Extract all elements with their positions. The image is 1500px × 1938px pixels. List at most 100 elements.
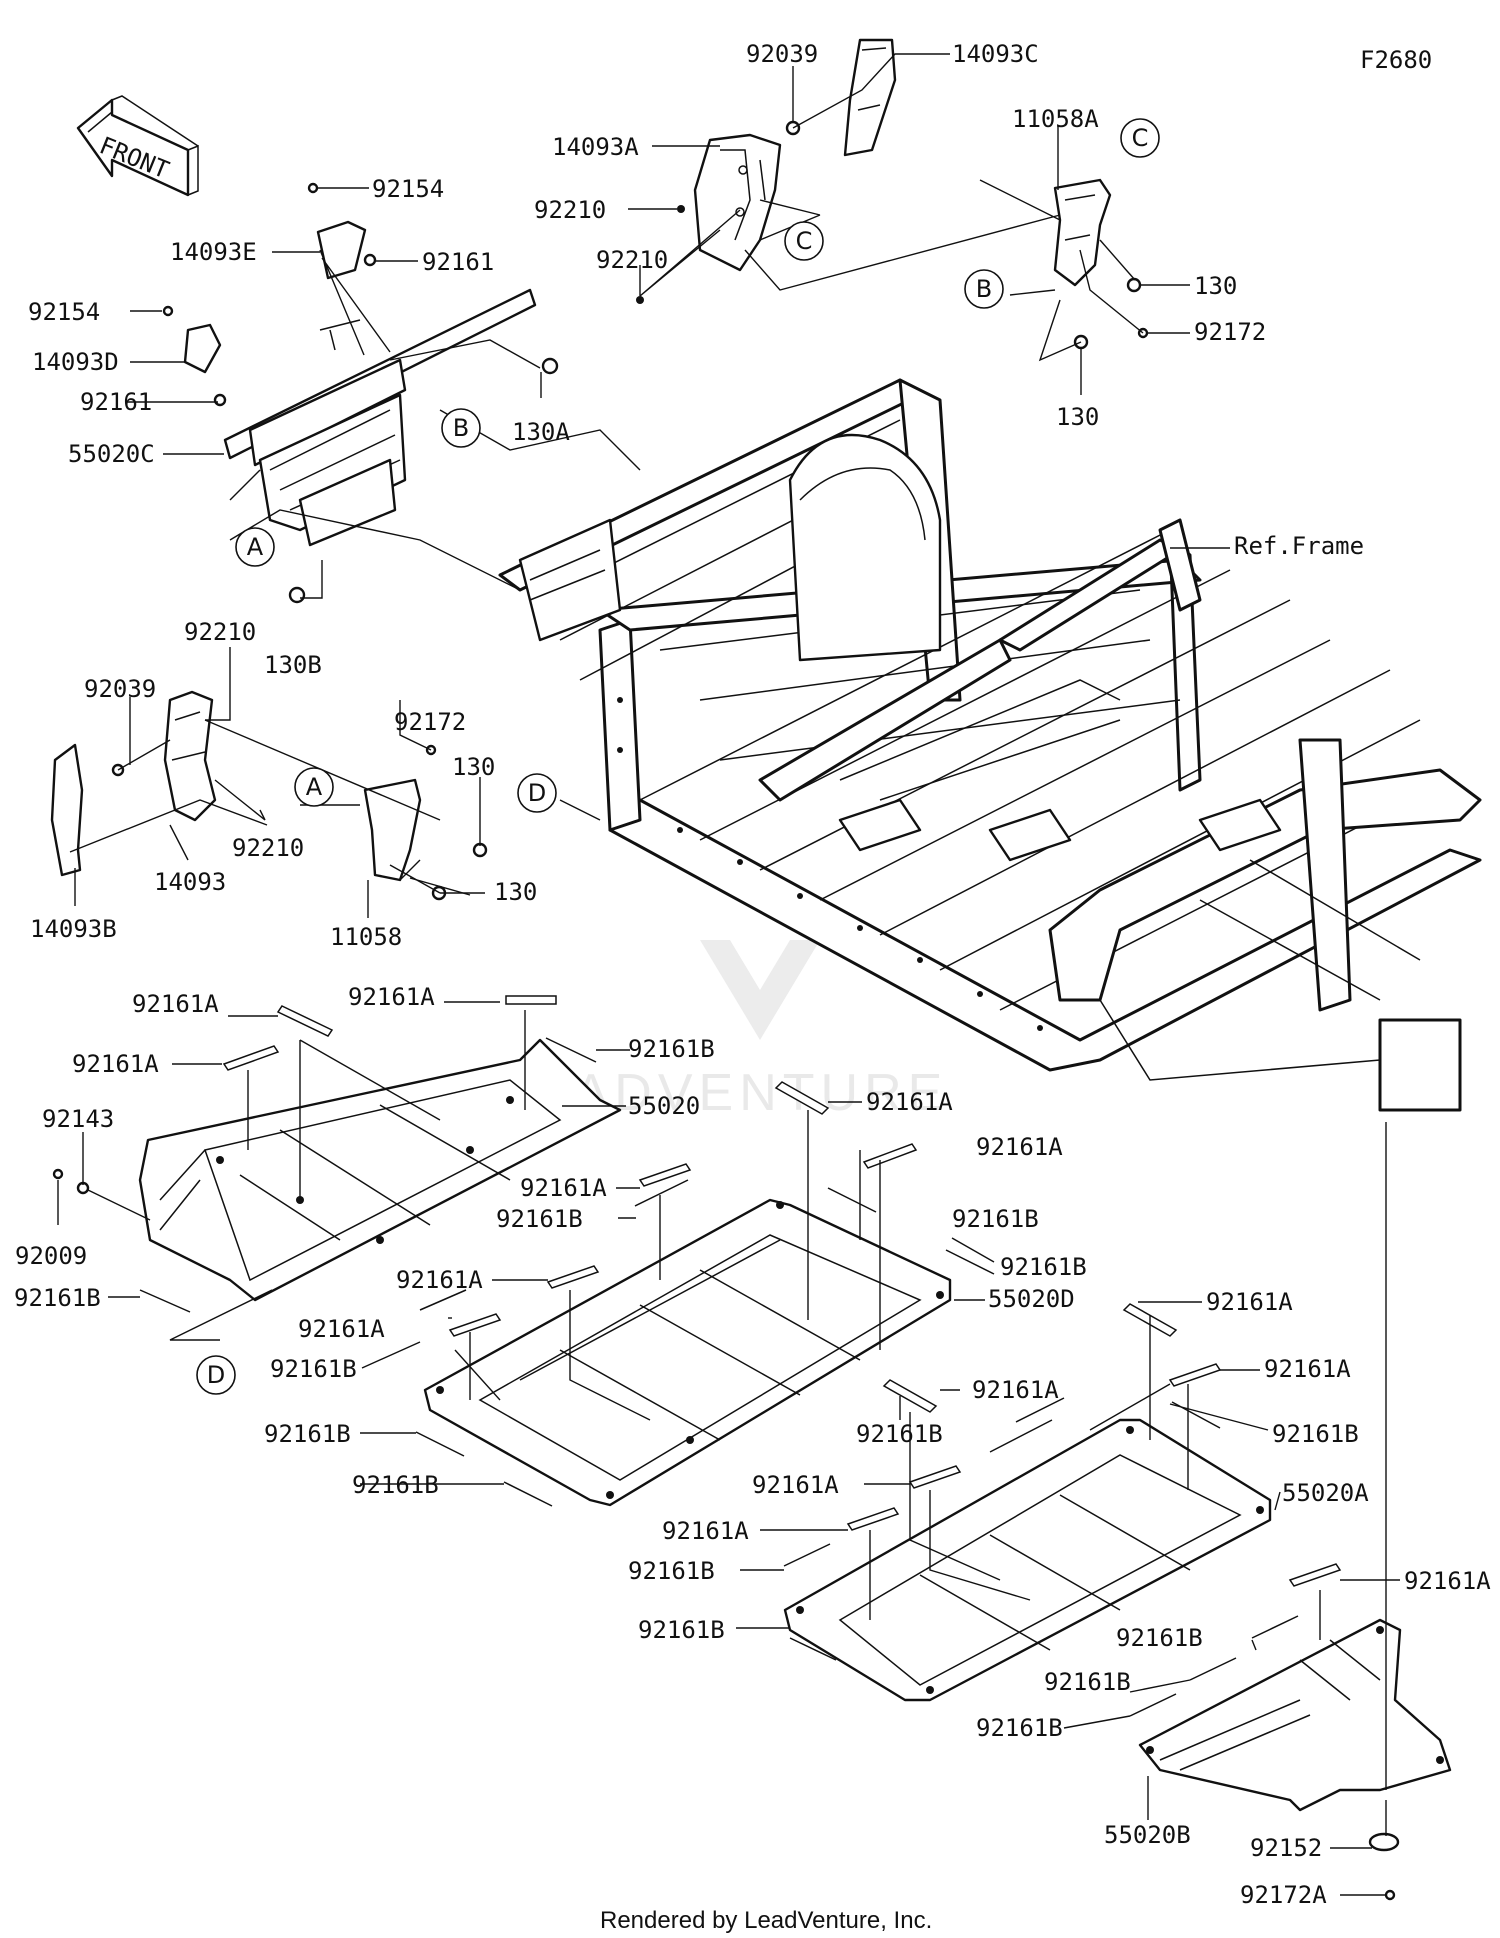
label-130-c: 130 xyxy=(452,753,495,781)
label-92161a-10: 92161A xyxy=(1264,1355,1351,1383)
strip-92161b-2 xyxy=(139,1289,191,1313)
panel-55020b xyxy=(1138,1618,1452,1812)
diagram-id: F2680 xyxy=(1360,46,1432,74)
label-92039-top: 92039 xyxy=(746,40,818,68)
label-92152: 92152 xyxy=(1250,1834,1322,1862)
strip-92161b-5 xyxy=(945,1249,995,1275)
label-55020c: 55020C xyxy=(68,440,155,468)
label-92172a: 92172A xyxy=(1240,1881,1327,1909)
strip-92161a-13 xyxy=(1288,1563,1342,1587)
callout-a-1: A xyxy=(235,527,275,567)
strip-92161b-6 xyxy=(419,1289,467,1311)
label-130b: 130B xyxy=(264,651,322,679)
label-92210-d: 92210 xyxy=(232,834,304,862)
label-14093: 14093 xyxy=(154,868,226,896)
label-92161b-12: 92161B xyxy=(638,1616,725,1644)
strip-92161b-12 xyxy=(789,1637,837,1661)
strip-92161b-13 xyxy=(1251,1615,1299,1639)
label-92161a-6: 92161A xyxy=(520,1174,607,1202)
label-92210-a: 92210 xyxy=(534,196,606,224)
callout-a-2: A xyxy=(294,767,334,807)
panel-55020 xyxy=(138,1038,622,1302)
label-92161b-7: 92161B xyxy=(264,1420,351,1448)
label-11058: 11058 xyxy=(330,923,402,951)
label-92161b-1: 92161B xyxy=(628,1035,715,1063)
label-55020b: 55020B xyxy=(1104,1821,1191,1849)
strip-92161b-15 xyxy=(1129,1693,1177,1717)
bolt-130a xyxy=(541,357,559,375)
strip-92161a-4 xyxy=(774,1081,830,1115)
label-130a: 130A xyxy=(512,418,570,446)
fastener-92009 xyxy=(52,1168,64,1180)
cover-14093e xyxy=(316,220,367,280)
cover-14093 xyxy=(163,690,217,822)
strip-92161a-7 xyxy=(546,1265,600,1289)
front-arrow-icon: FRONT xyxy=(76,95,199,197)
label-55020d: 55020D xyxy=(988,1285,1075,1313)
svg-text:A: A xyxy=(247,533,264,561)
label-92172-b: 92172 xyxy=(394,708,466,736)
bracket-11058 xyxy=(363,778,422,882)
bracket-14093a xyxy=(693,133,782,272)
callout-c-2: C xyxy=(1120,118,1160,158)
strip-92161b-9 xyxy=(415,1431,465,1457)
label-92161a-2: 92161A xyxy=(348,983,435,1011)
label-92161a-14: 92161A xyxy=(1404,1567,1491,1595)
label-92161b-15: 92161B xyxy=(976,1714,1063,1742)
label-92009: 92009 xyxy=(15,1242,87,1270)
label-14093d: 14093D xyxy=(32,348,119,376)
svg-text:C: C xyxy=(796,227,813,255)
strip-92161b-7 xyxy=(1015,1397,1065,1423)
label-92210-c: 92210 xyxy=(184,618,256,646)
part-labels: 92039 14093C 14093A 92210 92210 11058A 1… xyxy=(14,40,1491,1909)
cover-14093d xyxy=(183,323,222,374)
strips-92161a xyxy=(222,995,1342,1587)
bolt-130b xyxy=(288,586,306,604)
label-92161b-8: 92161B xyxy=(856,1420,943,1448)
label-92161a-3: 92161A xyxy=(72,1050,159,1078)
strip-92161b-10 xyxy=(503,1481,553,1507)
label-92172-a: 92172 xyxy=(1194,318,1266,346)
label-92161b-4: 92161B xyxy=(952,1205,1039,1233)
strip-92161b-3 xyxy=(634,1179,689,1207)
label-92161a-9: 92161A xyxy=(1206,1288,1293,1316)
strip-92161a-8 xyxy=(448,1313,502,1337)
label-92161b-5: 92161B xyxy=(1000,1253,1087,1281)
strip-92161a-3 xyxy=(505,995,557,1005)
strip-92161a-12 xyxy=(908,1465,962,1489)
strip-92161b-4 xyxy=(827,1187,877,1213)
label-92039-b: 92039 xyxy=(84,675,156,703)
label-11058a: 11058A xyxy=(1012,105,1099,133)
strip-92161a-10 xyxy=(1168,1363,1222,1387)
fastener-92039-top xyxy=(785,120,801,136)
label-92161b-11: 92161B xyxy=(628,1557,715,1585)
label-130-a: 130 xyxy=(1194,272,1237,300)
strip-92161a-11 xyxy=(882,1379,938,1413)
label-92161a-1: 92161A xyxy=(132,990,219,1018)
ref-frame-label: Ref.Frame xyxy=(1234,532,1364,560)
label-92161b-2: 92161B xyxy=(14,1284,101,1312)
label-92161a-8: 92161A xyxy=(298,1315,385,1343)
label-92161a-5: 92161A xyxy=(976,1133,1063,1161)
svg-text:D: D xyxy=(207,1361,225,1389)
svg-text:A: A xyxy=(306,773,323,801)
strip-92161b-11 xyxy=(783,1543,831,1567)
label-92161-b: 92161 xyxy=(80,388,152,416)
strip-92161a-1 xyxy=(276,1005,334,1037)
label-92161a-12: 92161A xyxy=(752,1471,839,1499)
label-130-d: 130 xyxy=(494,878,537,906)
strip-92161a-5 xyxy=(862,1143,918,1169)
svg-text:B: B xyxy=(453,414,469,442)
label-92161b-3: 92161B xyxy=(496,1205,583,1233)
label-92161a-4: 92161A xyxy=(866,1088,953,1116)
pin-92210-b xyxy=(636,296,644,304)
footer-credit: Rendered by LeadVenture, Inc. xyxy=(600,1907,932,1934)
callout-d-1: D xyxy=(517,773,557,813)
strip-92161b-1 xyxy=(545,1037,597,1063)
strip-92161b-14 xyxy=(1189,1657,1237,1681)
pin-92210-a xyxy=(677,205,685,213)
callout-b-2: B xyxy=(964,269,1004,309)
svg-text:C: C xyxy=(1132,124,1149,152)
label-14093a: 14093A xyxy=(552,133,639,161)
